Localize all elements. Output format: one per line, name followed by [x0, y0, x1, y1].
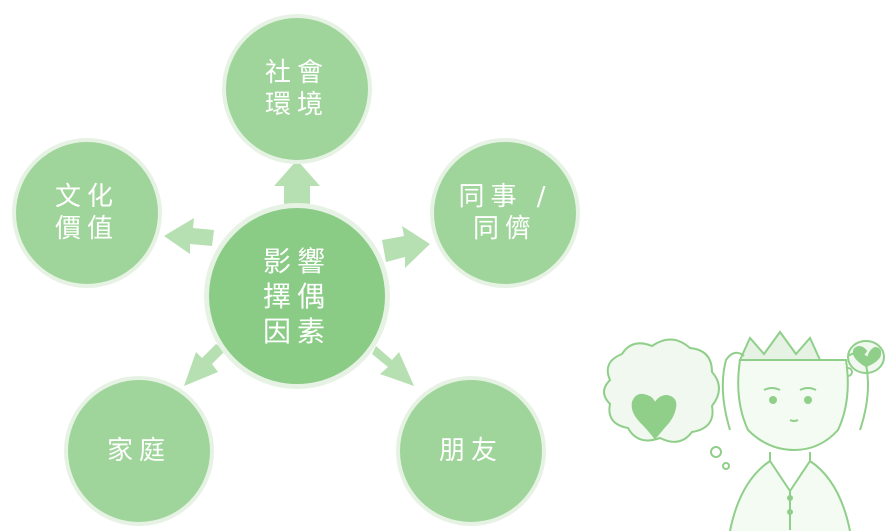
node-family: 家庭: [64, 376, 214, 526]
broken-heart-icon: [834, 340, 885, 384]
center-label: 擇偶: [262, 279, 331, 313]
node-label: 同事 /: [458, 181, 552, 212]
arrow-to-friends: [372, 346, 414, 386]
arrow-to-culture: [164, 218, 214, 254]
arrow-to-family: [184, 344, 226, 386]
node-center-factors: 影響 擇偶 因素: [204, 203, 390, 389]
node-label: 環境: [264, 90, 329, 120]
node-colleagues-peers: 同事 / 同儕: [430, 138, 580, 288]
node-label: 價值: [54, 214, 119, 244]
node-label: 家庭: [106, 435, 171, 466]
arrow-to-society: [274, 160, 320, 208]
node-friends: 朋友: [396, 376, 546, 526]
center-label: 因素: [262, 314, 331, 348]
node-cultural-values: 文化 價值: [12, 138, 162, 288]
thought-bubble-heart-icon: [603, 338, 730, 470]
node-social-environment: 社會 環境: [222, 14, 372, 164]
node-label: 朋友: [438, 435, 503, 466]
node-label: 同儕: [472, 214, 537, 244]
node-label: 社會: [264, 57, 329, 88]
center-label: 影響: [262, 244, 331, 278]
node-label: 文化: [54, 181, 119, 212]
arrow-to-colleagues: [382, 226, 430, 268]
crowned-prince-icon: [721, 330, 869, 531]
